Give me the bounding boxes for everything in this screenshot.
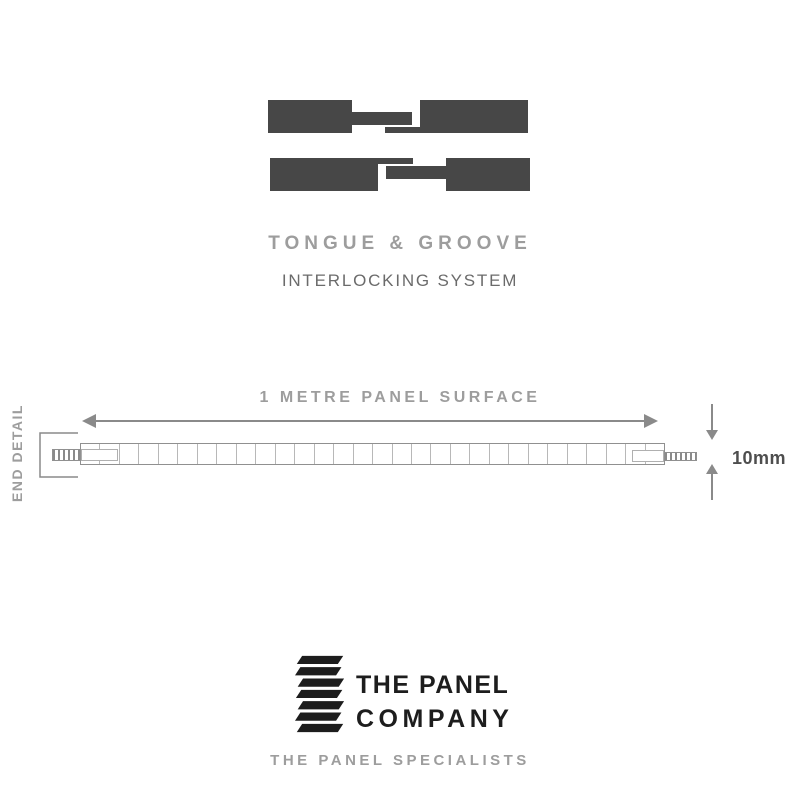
panel-segment (139, 444, 159, 464)
logo-slab (295, 712, 342, 721)
brand-name-line1: THE PANEL (356, 671, 510, 699)
panel-segment (568, 444, 588, 464)
panel-segment (237, 444, 257, 464)
brand-name: THE PANEL COMPANY (356, 668, 556, 736)
end-detail-label: END DETAIL (9, 404, 25, 502)
logo-slab (295, 667, 342, 676)
panel-segment (256, 444, 276, 464)
brand-name-line2: COMPANY (356, 705, 514, 733)
panel-segment (178, 444, 198, 464)
panel-segment (354, 444, 374, 464)
panel-segment (431, 444, 451, 464)
brand-tagline: THE PANEL SPECIALISTS (270, 752, 530, 769)
panel-profile-top-right (385, 100, 528, 133)
panel-segment (100, 444, 120, 464)
panel-segment (509, 444, 529, 464)
thickness-label: 10mm (732, 448, 787, 468)
panel-segment (587, 444, 607, 464)
panel-segment (334, 444, 354, 464)
panel-segment (607, 444, 627, 464)
panel-segment (529, 444, 549, 464)
panel-segment (470, 444, 490, 464)
panel-cross-section (80, 443, 665, 465)
panel-segment (120, 444, 140, 464)
logo-slab (296, 655, 344, 665)
right-tongue-hatch (664, 452, 697, 461)
left-end-detail (81, 449, 118, 461)
panel-segment (548, 444, 568, 464)
panel-profile-bottom-left (270, 158, 413, 191)
panel-segment (217, 444, 237, 464)
panel-segment (490, 444, 510, 464)
width-arrowhead-left (82, 414, 96, 428)
logo-slab (295, 689, 343, 699)
tongue-groove-illustration (268, 100, 530, 191)
panel-segments (81, 444, 664, 464)
panel-profile-top-left (268, 100, 412, 133)
panel-segment (159, 444, 179, 464)
logo-slab (297, 701, 345, 710)
panel-profile-bottom-right (386, 158, 530, 191)
panel-segment (198, 444, 218, 464)
logo-slab (297, 678, 345, 687)
surface-width-label: 1 METRE PANEL SURFACE (259, 389, 541, 406)
stacked-panels-logo-icon (295, 655, 345, 733)
thickness-arrowhead-top (706, 430, 718, 440)
right-end-detail (632, 450, 664, 462)
panel-segment (295, 444, 315, 464)
panel-segment (412, 444, 432, 464)
title: TONGUE & GROOVE (268, 233, 532, 254)
logo-slab (296, 723, 344, 733)
left-tongue-hatch (52, 449, 81, 461)
panel-segment (451, 444, 471, 464)
panel-segment (373, 444, 393, 464)
panel-segment (276, 444, 296, 464)
width-arrowhead-right (644, 414, 658, 428)
panel-segment (393, 444, 412, 464)
panel-segment (315, 444, 335, 464)
subtitle: INTERLOCKING SYSTEM (281, 271, 519, 290)
panel-profile-bottom-row (270, 158, 530, 191)
thickness-arrowhead-bottom (706, 464, 718, 474)
